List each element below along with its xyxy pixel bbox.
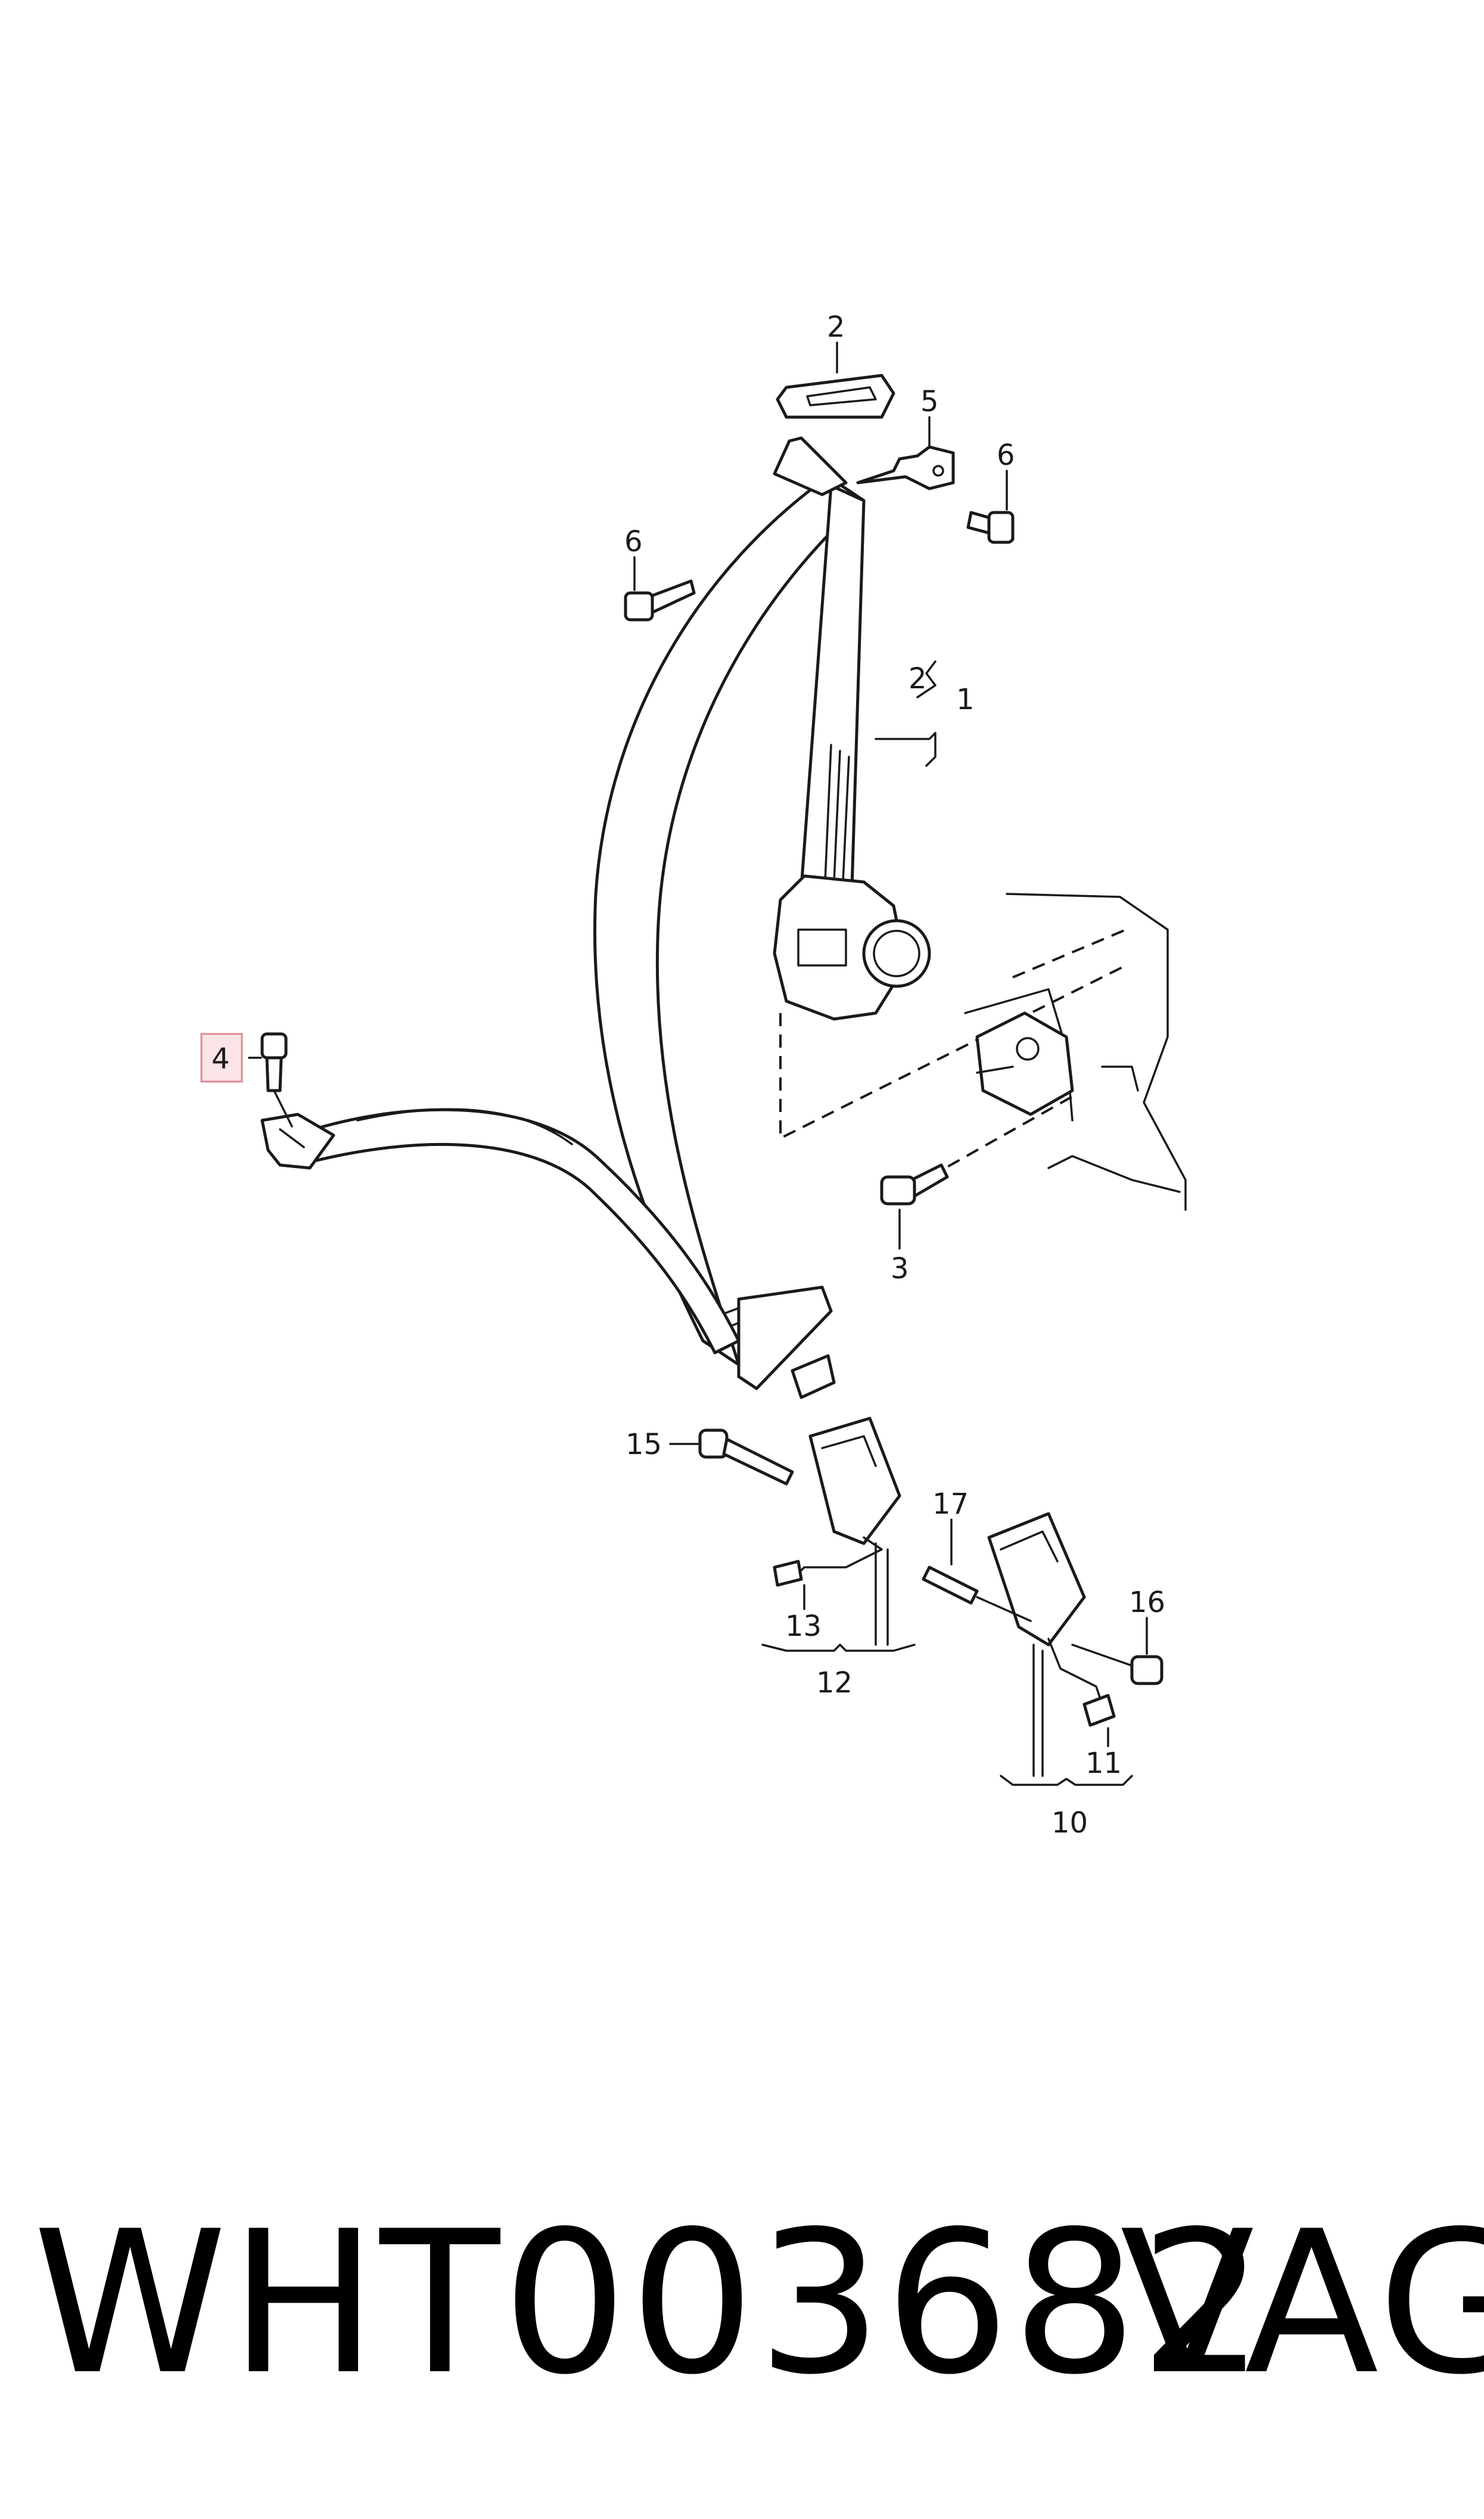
guide-cover-cap [776, 374, 895, 419]
bolt-15 [698, 1428, 794, 1486]
bolt-17 [922, 1566, 1032, 1622]
callout-6-left: 6 [624, 525, 643, 558]
callout-15: 15 [626, 1428, 662, 1461]
part-number: WHT003682 [33, 2189, 1267, 2418]
buckle-10 [987, 1512, 1116, 1727]
callout-12: 12 [816, 1666, 853, 1700]
callout-6-right: 6 [997, 439, 1015, 472]
bolt-4 [260, 1032, 293, 1128]
callout-4: 4 [211, 1042, 230, 1076]
bolt-6-right [966, 511, 1015, 544]
callout-11: 11 [1085, 1747, 1122, 1780]
belt-latch-plate [737, 1285, 836, 1399]
callout-leaders [248, 341, 1148, 1786]
brand-name: VAG [1120, 2189, 1484, 2418]
callout-5: 5 [920, 385, 939, 418]
nut-16 [1071, 1644, 1163, 1685]
callout-3: 3 [891, 1252, 909, 1285]
callout-10: 10 [1051, 1806, 1088, 1840]
belt-retractor [773, 874, 931, 1021]
callout-16: 16 [1129, 1586, 1165, 1619]
lap-belt-anchor [260, 1113, 335, 1170]
retractor-anchor-bracket [975, 1011, 1074, 1116]
bolt-6-left [624, 579, 696, 622]
bolt-3 [880, 1095, 1073, 1206]
upper-belt-guide [773, 436, 955, 496]
callout-1: 1 [956, 683, 975, 716]
callout-labels: 2 5 6 6 2 1 4 3 15 17 13 12 16 11 10 [211, 310, 1165, 1840]
buckle-12 [773, 1417, 901, 1587]
callout-2-bracket: 2 [909, 662, 927, 695]
callout-2-top: 2 [827, 310, 845, 344]
callout-4-highlight [200, 1033, 243, 1083]
callout-13: 13 [785, 1610, 822, 1643]
callout-17: 17 [932, 1487, 969, 1521]
